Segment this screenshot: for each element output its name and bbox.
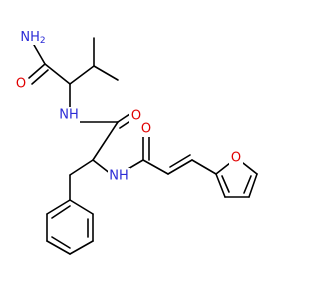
oxygen-label-middle: O [131,109,141,124]
bond-furan-c3-c2 [215,173,226,198]
bond-phenyl-inner-2 [51,236,71,249]
bond-furan-c3-c2-inner [221,175,230,193]
label-bg-nh-middle [58,107,80,123]
bond-c-o-amide-top-2 [31,69,49,85]
nh2-label: NH2 [20,30,45,46]
label-bg-o-top [14,76,28,92]
bond-c-nh2 [33,44,46,65]
bond-alkene-furan [191,159,217,175]
molecule-structure: NH2 O NH O NH O O [14,29,258,255]
bond-phenyl-inner-3 [51,205,71,219]
nh2-label-main: NH [20,30,40,45]
bond-alkene-double-2 [169,154,191,168]
bond-c-o-amide-top-1 [28,63,46,79]
bond-phenyl-6 [46,199,71,215]
bond-phenyl-4 [46,240,71,255]
bond-furan-c5-c4 [248,173,258,198]
label-bg-o-furan [229,150,243,166]
bond-furan-c5-c4-inner [243,175,252,194]
bond-alkene-double-1 [167,159,193,175]
label-bg-o-middle [129,108,143,124]
bond-amideC-alphaC [44,63,71,85]
bond-alpha-phe-ch2 [69,159,94,176]
nh2-label-sub: 2 [40,36,46,46]
oxygen-label-furan: O [231,151,241,166]
bond-layer [28,37,258,255]
bond-phenyl-1 [69,199,94,215]
bond-carbonyl-phe-o-1 [117,113,131,123]
label-bg-o-acryl [139,121,153,137]
molecule-canvas: NH2 O NH O NH O O [14,29,258,255]
oxygen-label-amide-top: O [16,77,26,92]
atom-labels: NH2 O NH O NH O O [14,29,243,184]
label-bg-nh-lower [108,168,130,184]
bond-furan-c2-o [215,162,231,175]
nh-label-lower: NH [109,169,129,184]
bond-phenyl-3 [69,240,94,255]
bond-isopropyl-methyl-right [93,65,119,81]
bond-furan-o-c5 [242,162,258,175]
oxygen-label-acryl: O [141,122,151,137]
bond-carbonyl-alpha-phe [92,121,119,161]
bond-alphaC-isopropyl [69,65,95,85]
nh-label-middle: NH [59,108,79,123]
bond-acryl-alkene-1 [142,159,169,175]
label-bg-nh2 [20,29,50,45]
